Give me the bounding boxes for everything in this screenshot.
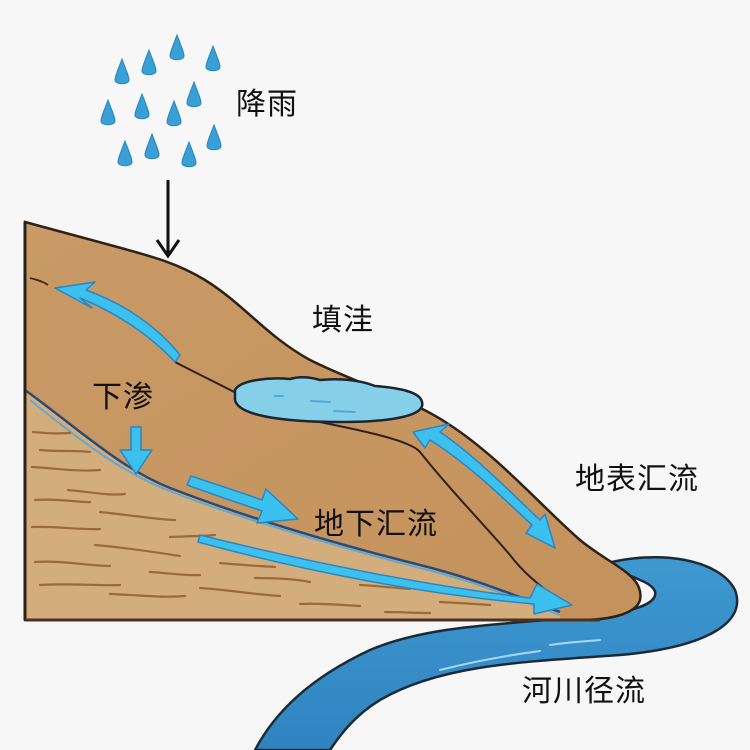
label-subsurface-flow: 地下汇流 [314, 507, 438, 542]
surface-flow-arrow [412, 423, 556, 549]
strata-lines [30, 430, 492, 615]
label-surface-flow: 地表汇流 [575, 462, 699, 497]
rain-drops [100, 33, 222, 168]
rainfall-arrow [155, 180, 181, 259]
label-rainfall: 降雨 [236, 87, 298, 122]
label-river-runoff: 河川径流 [522, 674, 646, 709]
label-infiltration: 下渗 [92, 380, 154, 415]
groundwater-to-river-arrow [197, 534, 573, 615]
flow-arrow-upslope [54, 281, 181, 363]
pond [233, 375, 424, 424]
infiltration-arrow [119, 426, 153, 475]
subsurface-flow-arrow [186, 475, 299, 524]
label-depression-storage: 填洼 [312, 303, 374, 338]
